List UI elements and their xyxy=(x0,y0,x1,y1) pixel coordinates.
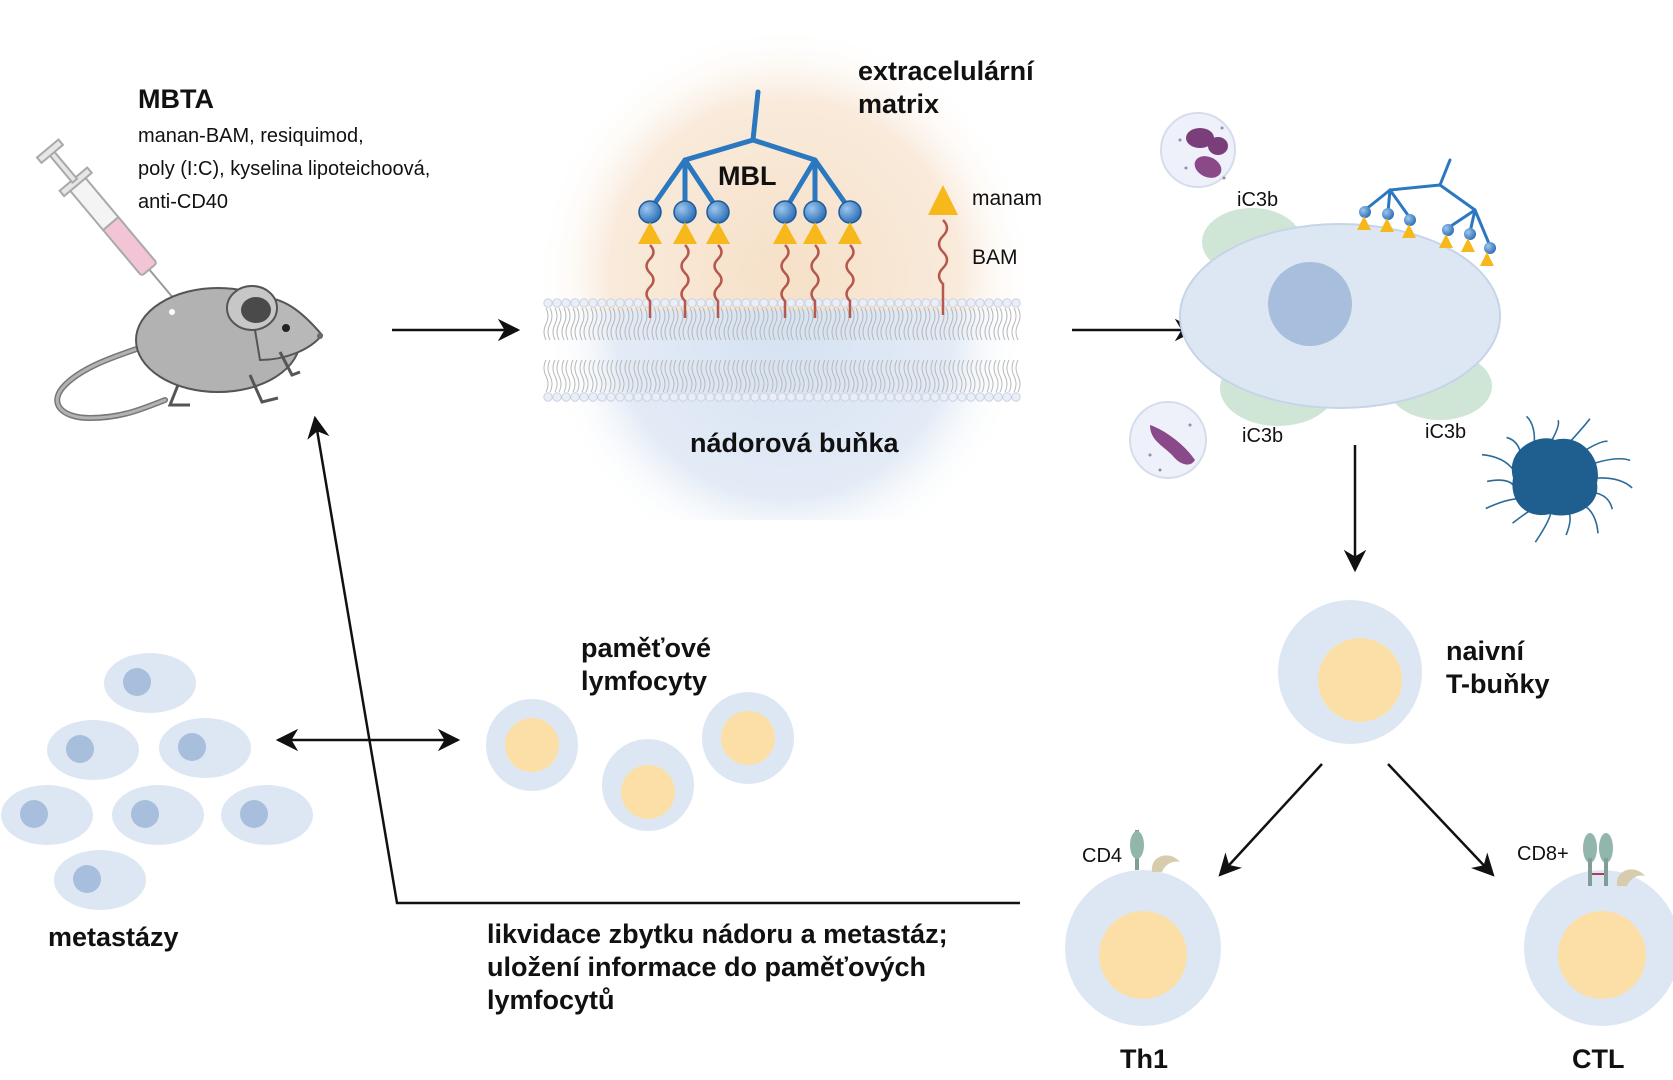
bam-label: BAM xyxy=(972,246,1018,269)
th1-label: Th1 xyxy=(1120,1044,1168,1074)
lipid-bilayer xyxy=(543,298,1021,402)
mouse-icon xyxy=(54,285,324,422)
arrow-return-to-mouse xyxy=(307,415,1020,905)
manam-triangle xyxy=(773,222,797,244)
mbl-on-cell-heads xyxy=(1359,206,1496,254)
mbta-line-2: poly (I:C), kyselina lipoteichoová, xyxy=(138,158,430,180)
bam-stalk xyxy=(810,244,820,318)
bam-stalk xyxy=(845,244,855,318)
bam-legend-stalk xyxy=(937,219,949,315)
outcome-line-2: uložení informace do paměťových xyxy=(487,952,926,982)
bam-stalk xyxy=(780,244,790,318)
mbl-heads xyxy=(638,200,862,224)
mbl-label: MBL xyxy=(718,161,776,191)
naive-label-1: naivní xyxy=(1446,636,1526,666)
cd8-receptor-icon xyxy=(1583,833,1645,886)
metastases-label: metastázy xyxy=(48,922,179,952)
cd4-label: CD4 xyxy=(1082,845,1122,867)
outcome-line-1: likvidace zbytku nádoru a metastáz; xyxy=(487,919,948,949)
manam-legend-triangle xyxy=(928,185,958,215)
ic3b-bottom-right-label: iC3b xyxy=(1425,421,1466,443)
neutrophil-icon xyxy=(1129,401,1207,479)
neutrophil-icon xyxy=(1160,112,1236,188)
mbta-line-3: anti-CD40 xyxy=(138,191,228,213)
metastases-cells xyxy=(1,653,313,910)
bam-stalk xyxy=(713,244,723,318)
memory-lymphocytes xyxy=(486,692,794,831)
manam-triangle xyxy=(706,222,730,244)
ctl-label: CTL xyxy=(1572,1044,1624,1074)
manam-label: manam xyxy=(972,187,1042,210)
cd8-label: CD8+ xyxy=(1517,843,1569,865)
dendritic-cell-icon xyxy=(1481,415,1633,543)
ctl-cell-core xyxy=(1558,911,1646,999)
ecm-label-2: matrix xyxy=(858,89,939,119)
naive-label-2: T-buňky xyxy=(1446,669,1550,699)
th1-cell-core xyxy=(1099,911,1187,999)
outcome-line-3: lymfocytů xyxy=(487,985,615,1015)
mbta-title: MBTA xyxy=(138,84,214,114)
mbl-molecule xyxy=(647,89,853,213)
manam-triangle xyxy=(673,222,697,244)
memory-label-1: paměťové xyxy=(581,633,711,663)
bam-stalk xyxy=(680,244,690,318)
memory-label-2: lymfocyty xyxy=(581,666,707,696)
bam-stalk xyxy=(645,244,655,318)
ecm-label-1: extracelulární xyxy=(858,56,1035,86)
naive-t-cell-core xyxy=(1318,638,1402,722)
mbta-line-1: manan-BAM, resiquimod, xyxy=(138,125,364,147)
ic3b-bottom-left-label: iC3b xyxy=(1242,425,1283,447)
membrane-zoom xyxy=(535,25,1035,520)
manam-on-cell xyxy=(1357,216,1494,266)
arrow-naive-to-ctl xyxy=(1387,763,1495,877)
tumor-cell-label: nádorová buňka xyxy=(690,428,900,458)
bam-anchors xyxy=(638,222,862,318)
syringe-icon xyxy=(35,138,175,300)
manam-triangle xyxy=(638,222,662,244)
manam-triangle xyxy=(838,222,862,244)
cd4-receptor-icon xyxy=(1130,830,1180,872)
tumor-cell-nucleus xyxy=(1268,262,1352,346)
ic3b-top-label: iC3b xyxy=(1237,189,1278,211)
arrow-naive-to-th1 xyxy=(1218,763,1323,877)
manam-triangle xyxy=(803,222,827,244)
